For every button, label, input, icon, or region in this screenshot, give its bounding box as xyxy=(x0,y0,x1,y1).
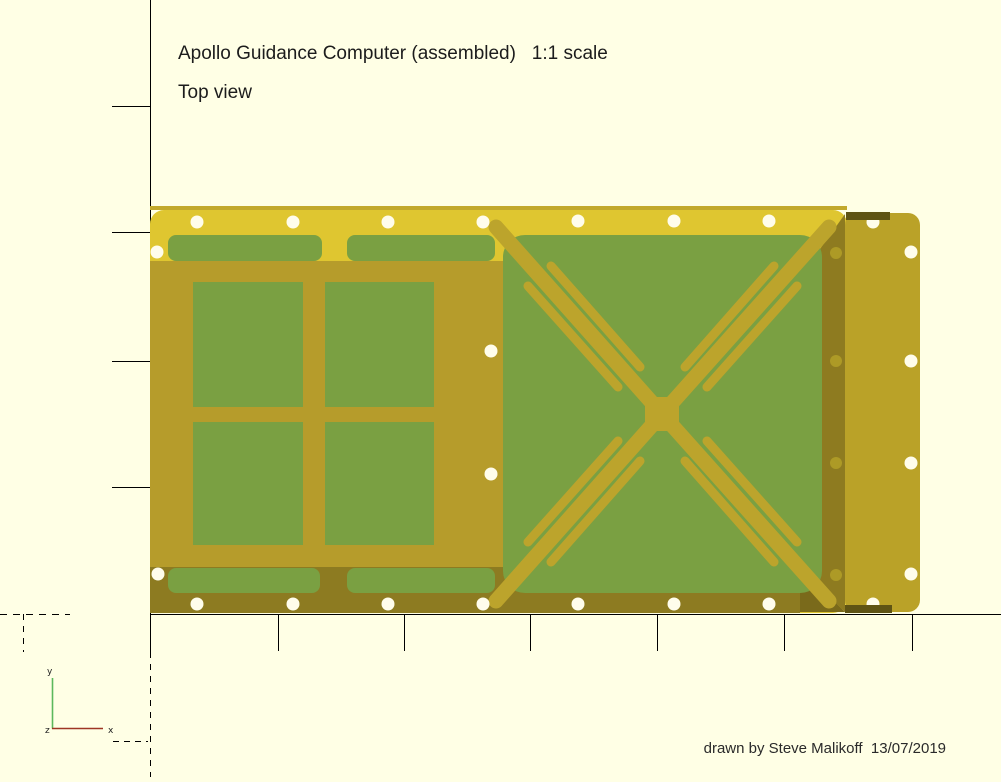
screw-hole xyxy=(484,467,498,481)
rivet-hole xyxy=(830,569,842,581)
origin-axis-gizmo: y x z xyxy=(45,667,114,736)
module-cover-bar xyxy=(168,235,322,261)
end-cap xyxy=(845,213,920,612)
axis-z-label: z xyxy=(45,726,50,736)
screw-hole xyxy=(762,597,776,611)
module-panel xyxy=(325,282,434,407)
screw-hole xyxy=(286,597,300,611)
screw-hole xyxy=(151,567,165,581)
drawing-title: Apollo Guidance Computer (assembled) 1:1… xyxy=(178,43,608,64)
vent-slot xyxy=(680,261,779,372)
module-cover-bar xyxy=(168,568,320,593)
mounting-bar xyxy=(846,212,890,220)
vent-slot xyxy=(523,436,623,547)
module-cover-bar xyxy=(347,235,495,261)
agc-assembly xyxy=(150,206,920,613)
module-panel xyxy=(325,422,434,545)
axis-y-label: y xyxy=(47,667,53,677)
vent-slot xyxy=(702,281,802,392)
case-top-edge xyxy=(150,206,847,210)
vent-slot xyxy=(546,456,645,567)
screw-hole xyxy=(150,245,164,259)
rivet-hole xyxy=(830,355,842,367)
screw-hole xyxy=(484,344,498,358)
x-channel xyxy=(654,219,837,422)
x-vent-slots xyxy=(523,261,802,567)
vent-slot xyxy=(546,261,645,372)
module-cover-bar xyxy=(347,568,495,593)
screw-holes xyxy=(150,214,918,611)
screw-hole xyxy=(904,245,918,259)
screw-hole xyxy=(476,215,490,229)
credit-line: drawn by Steve Malikoff 13/07/2019 xyxy=(703,740,946,757)
screw-hole xyxy=(762,214,776,228)
axis-x-label: x xyxy=(108,726,114,736)
screw-hole xyxy=(286,215,300,229)
mounting-bar xyxy=(845,605,892,613)
screw-hole xyxy=(476,597,490,611)
vent-slot xyxy=(702,436,802,547)
screw-hole xyxy=(904,567,918,581)
screw-hole xyxy=(381,215,395,229)
x-brace-cover xyxy=(488,219,837,609)
screw-hole xyxy=(667,597,681,611)
screw-hole xyxy=(904,456,918,470)
screw-hole xyxy=(571,597,585,611)
module-panel xyxy=(193,422,303,545)
screw-hole xyxy=(667,214,681,228)
screw-hole xyxy=(190,597,204,611)
screw-hole xyxy=(571,214,585,228)
screw-hole xyxy=(904,354,918,368)
vent-slot xyxy=(680,456,779,567)
rivet-hole xyxy=(830,457,842,469)
x-channel xyxy=(488,406,670,609)
x-center-hub xyxy=(645,397,679,431)
x-channel xyxy=(488,219,670,422)
x-channel xyxy=(654,406,837,609)
rivet-holes xyxy=(830,247,842,581)
rivet-hole xyxy=(830,247,842,259)
vent-slot xyxy=(523,281,623,392)
screw-hole xyxy=(381,597,395,611)
module-panel xyxy=(193,282,303,407)
x-brace-channels xyxy=(488,219,837,609)
screw-hole xyxy=(190,215,204,229)
view-label: Top view xyxy=(178,82,252,103)
